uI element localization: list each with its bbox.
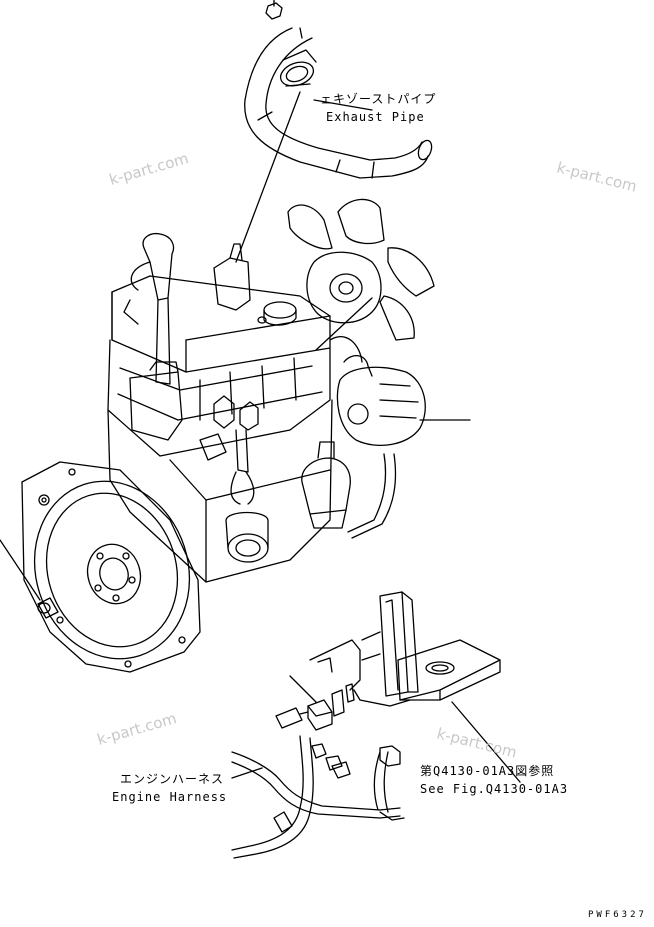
exhaust-pipe-label-jp: ェキゾーストパイプ xyxy=(320,92,437,106)
flywheel-housing xyxy=(0,461,201,673)
relay-parts xyxy=(275,675,355,731)
drawing-code: PWF6327 xyxy=(588,910,647,920)
engine-harness-label-en: Engine Harness xyxy=(112,790,228,804)
see-figure-label-en: See Fig.Q4130-01A3 xyxy=(420,782,569,796)
engine-harness-label-jp: エンジンハーネス xyxy=(120,772,225,786)
battery-bracket xyxy=(309,591,521,783)
exhaust-pipe-label-en: Exhaust Pipe xyxy=(326,110,425,124)
exhaust-pipe xyxy=(213,0,433,311)
engine-harness xyxy=(231,735,405,859)
see-figure-label-jp: 第Q4130-01A3図参照 xyxy=(420,764,555,778)
engine-block xyxy=(107,232,471,583)
